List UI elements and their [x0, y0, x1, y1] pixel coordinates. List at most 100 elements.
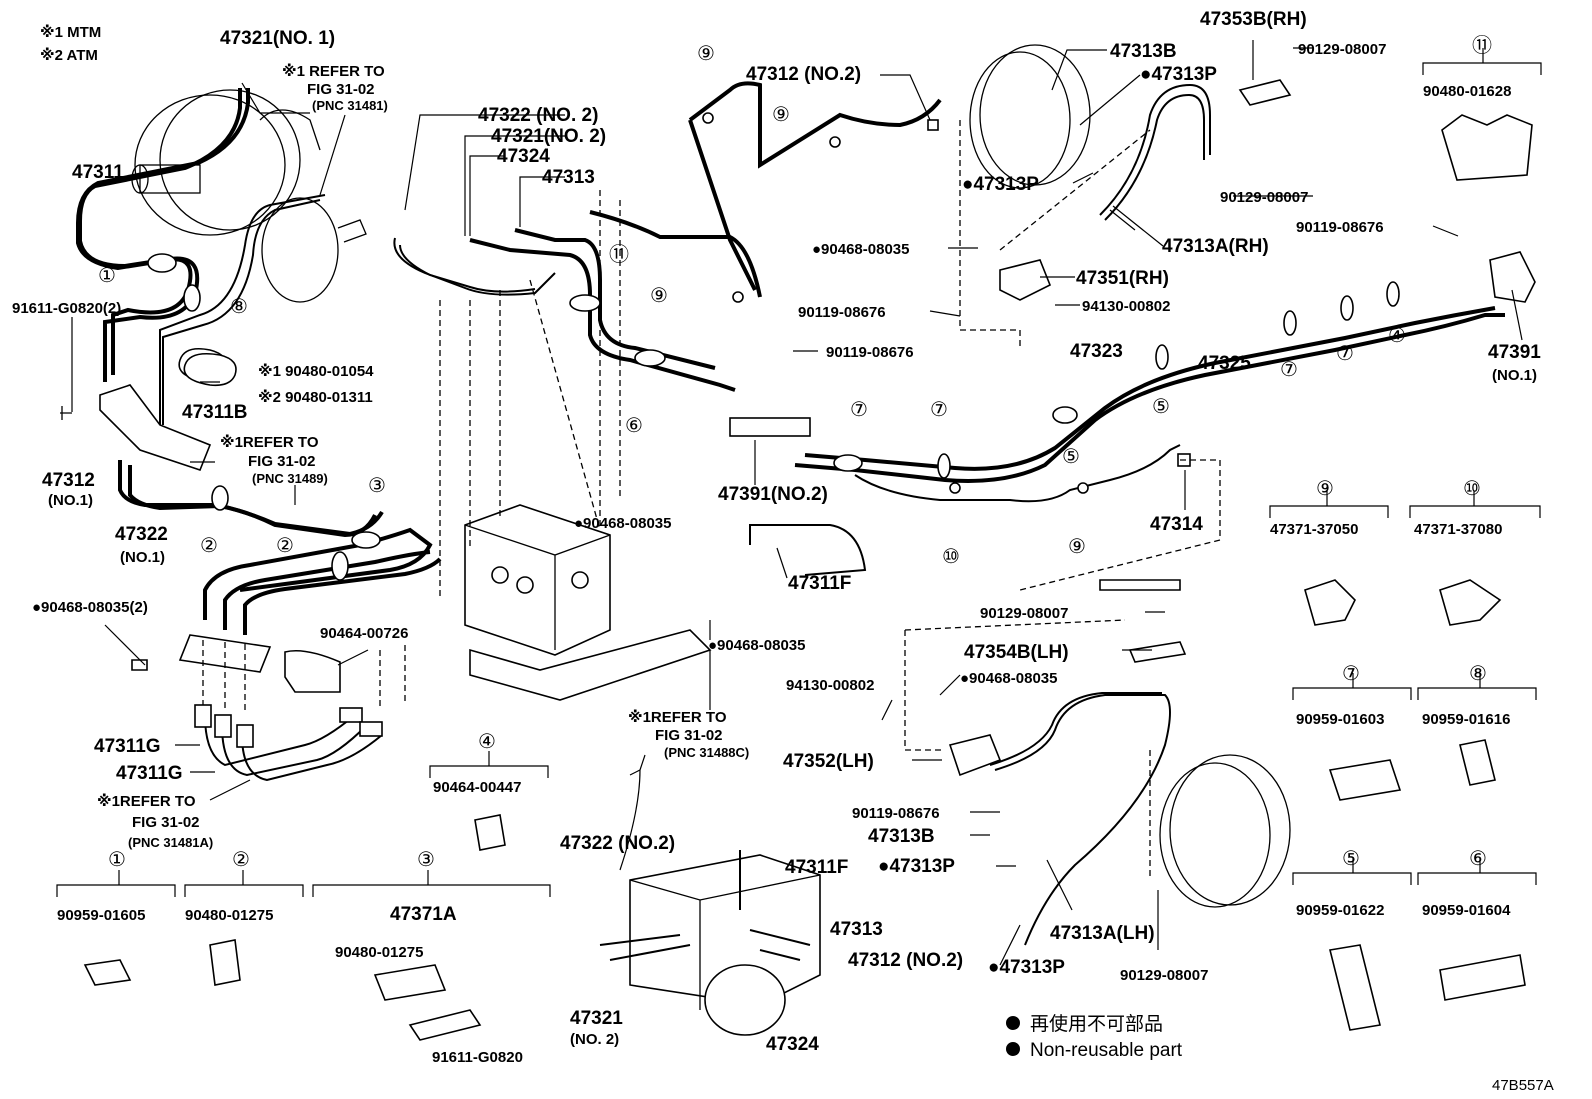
circled-number: ④ [1388, 325, 1406, 347]
callout-label: 90959-01622 [1296, 902, 1384, 919]
circled-number: ① [108, 849, 126, 871]
callout-label: 47353B(RH) [1200, 9, 1307, 30]
callout-label: ※1 90480-01054 [258, 362, 374, 380]
circled-number: ⑧ [230, 296, 248, 318]
circled-number: ⑩ [942, 546, 960, 568]
callout-label: 90129-08007 [1220, 189, 1308, 206]
callout-label: ●90468-08035 [812, 241, 909, 258]
callout-label: 90119-08676 [826, 344, 914, 361]
callout-label: 47322 (NO. 2) [478, 105, 598, 126]
callout-label: ※2 90480-01311 [258, 388, 373, 406]
callout-label: 90129-08007 [980, 605, 1068, 622]
callout-label: ●90468-08035 [574, 515, 671, 532]
callout-label: 47371A [390, 904, 457, 925]
figure-code: 47B557A [1492, 1077, 1554, 1094]
callout-label: 91611-G0820 [432, 1049, 523, 1066]
callout-label: 47321(NO. 2) [491, 126, 606, 147]
callout-label: (PNC 31489) [252, 471, 328, 486]
callout-label: ●90468-08035(2) [32, 599, 148, 616]
rh-wheel-illustration [969, 44, 1536, 303]
callout-label: 90119-08676 [1296, 219, 1384, 236]
catalog-brackets [56, 48, 1542, 897]
abs-unit-lower-illustration [599, 754, 821, 1036]
callout-label: ※1REFER TO [97, 792, 196, 810]
callout-label: 90959-01616 [1422, 711, 1510, 728]
circled-number: ⑦ [1280, 359, 1298, 381]
callout-label: 47311B [182, 402, 248, 423]
callout-label: 91611-G0820(2) [12, 300, 121, 317]
circled-number: ③ [417, 849, 435, 871]
lh-wheel-illustration [904, 619, 1291, 946]
callout-label: ●47313P [1140, 64, 1217, 85]
callout-label: 47321(NO. 1) [220, 28, 335, 49]
circled-number: ⑥ [1469, 848, 1487, 870]
brake-booster-illustration [131, 89, 367, 303]
callout-label: 90959-01604 [1422, 902, 1511, 919]
callout-label: 47324 [766, 1034, 819, 1055]
callout-label: 47313A(RH) [1162, 236, 1269, 257]
callout-label: (PNC 31488C) [664, 745, 749, 760]
circled-number: ⑨ [1068, 536, 1086, 558]
circled-number: ⑤ [1062, 446, 1080, 468]
circled-number: ⑪ [609, 243, 629, 266]
circled-number: ⑪ [1472, 34, 1492, 57]
legend-jp: 再使用不可部品 [1030, 1013, 1163, 1035]
circled-number: ② [200, 535, 218, 557]
circled-number: ⑨ [772, 104, 790, 126]
circled-number: ⑦ [930, 399, 948, 421]
note-mtm: ※1 MTM [40, 23, 101, 41]
callout-label: 47313 [542, 167, 595, 188]
center-pipe-bundle [393, 81, 942, 392]
callout-label: 47351(RH) [1076, 268, 1169, 289]
callout-label: 94130-00802 [1082, 298, 1170, 315]
circled-number: ⑦ [1342, 663, 1360, 685]
callout-label: 47312 (NO.2) [848, 950, 963, 971]
callout-label: (NO.1) [120, 549, 165, 566]
callout-label: 90464-00447 [433, 779, 521, 796]
callout-label: FIG 31-02 [248, 453, 316, 470]
callout-label: (NO.1) [1492, 367, 1537, 384]
callout-label: ※1REFER TO [220, 433, 319, 451]
note-atm: ※2 ATM [40, 46, 98, 64]
leader-lines [71, 40, 1523, 966]
rear-pipe-run [729, 120, 1505, 591]
callout-label: ●47313P [878, 856, 955, 877]
callout-label: 90119-08676 [852, 805, 940, 822]
callout-label: 90480-01628 [1423, 83, 1511, 100]
left-pipe-bundle [76, 88, 442, 635]
callout-label: 90480-01275 [185, 907, 273, 924]
callout-label: 94130-00802 [786, 677, 874, 694]
circled-number: ⑩ [1463, 478, 1481, 500]
legend-bullet-icon [1006, 1042, 1020, 1056]
callout-label: 47312 (NO.2) [746, 64, 861, 85]
callout-label: 47354B(LH) [964, 642, 1069, 663]
callout-label: ※1 REFER TO [282, 62, 385, 80]
callout-label: 90480-01275 [335, 944, 423, 961]
callout-label: ●47313P [988, 957, 1065, 978]
clip-and-hoses-illustration [131, 634, 406, 782]
linework [56, 40, 1542, 1041]
circled-number: ① [98, 265, 116, 287]
callout-label: 47371-37050 [1270, 521, 1358, 538]
circled-number: ⑤ [1152, 396, 1170, 418]
callout-label: 90119-08676 [798, 304, 886, 321]
callout-label: 47321 [570, 1008, 623, 1029]
callout-label: (PNC 31481) [312, 98, 388, 113]
callout-label: 47311F [785, 857, 848, 878]
callout-label: 47312 [42, 470, 95, 491]
circled-number: ② [276, 535, 294, 557]
callout-label: 90959-01603 [1296, 711, 1384, 728]
circled-number: ⑧ [1469, 663, 1487, 685]
callout-label: 47311G [116, 763, 183, 784]
callout-label: 47371-37080 [1414, 521, 1502, 538]
circled-number: ⑨ [1316, 478, 1334, 500]
circled-number: ② [232, 849, 250, 871]
callout-label: 47322 (NO.2) [560, 833, 675, 854]
callout-label: 47313A(LH) [1050, 923, 1155, 944]
callout-label: FIG 31-02 [655, 727, 723, 744]
callout-label: 47311F [788, 573, 851, 594]
callout-label: 47314 [1150, 514, 1203, 535]
legend-en: Non-reusable part [1030, 1040, 1183, 1061]
circled-number: ⑦ [850, 399, 868, 421]
